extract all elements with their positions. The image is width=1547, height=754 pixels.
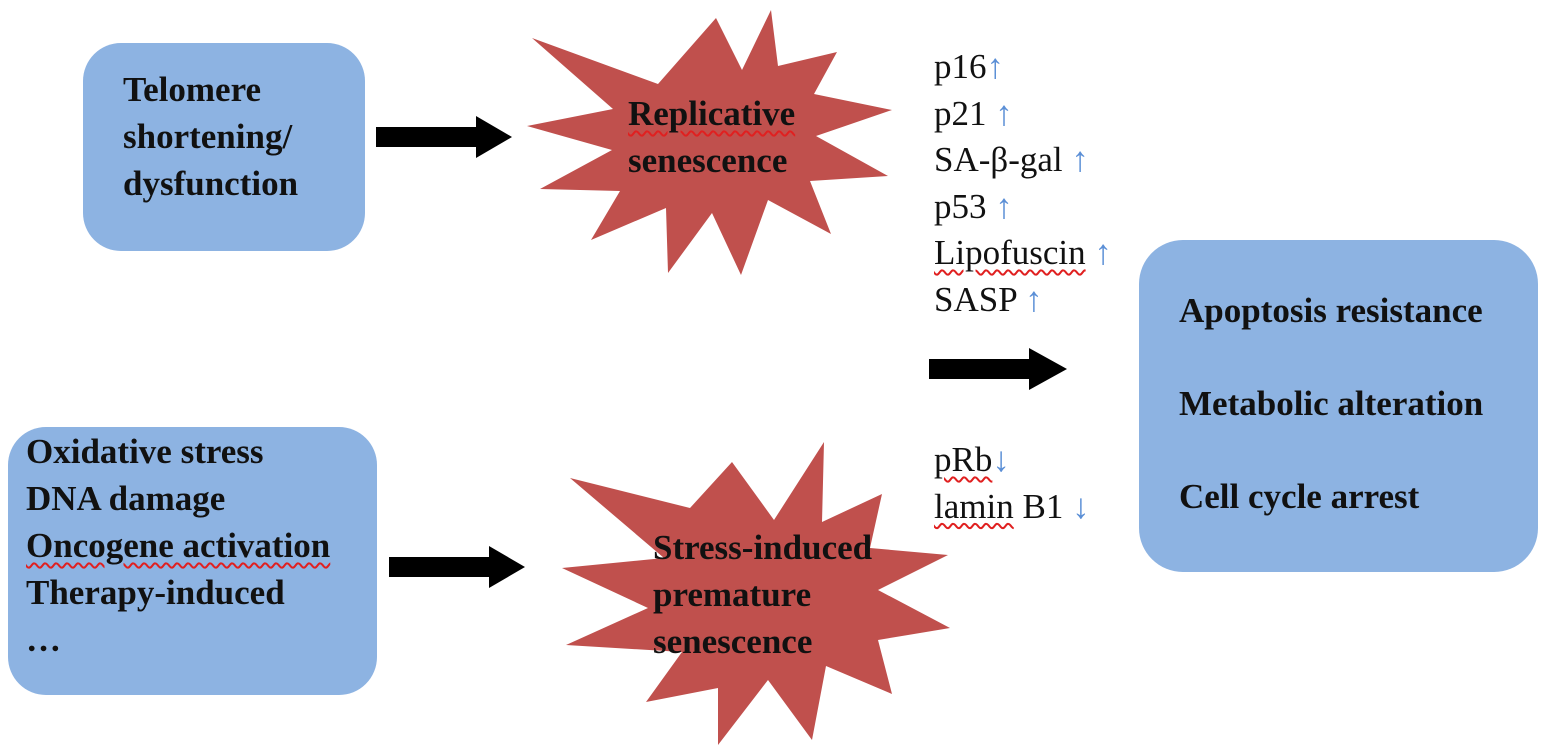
stress-cause-2: DNA damage xyxy=(26,479,226,518)
marker-lipofuscin-label: Lipofuscin xyxy=(934,233,1086,272)
marker-lamin-label: lamin xyxy=(934,486,1014,526)
marker-sasp-label: SASP xyxy=(934,279,1017,319)
replicative-line-1-text: Replicative xyxy=(628,94,796,133)
up-arrow-icon: ↑ xyxy=(1025,279,1043,319)
marker-b1-label: B1 xyxy=(1022,486,1064,526)
stress-cause-ellipsis: … xyxy=(26,620,61,659)
stress-induced-senescence-label: Stress-induced premature senescence xyxy=(653,524,872,665)
marker-p53-label: p53 xyxy=(934,186,987,226)
replicative-line-2: senescence xyxy=(628,141,788,180)
stress-cause-3-text: Oncogene activation xyxy=(26,526,331,565)
replicative-line-1: Replicative xyxy=(628,90,795,137)
marker-sa-beta-gal: SA-β-gal ↑ xyxy=(934,137,1112,184)
stress-cause-1: Oxidative stress xyxy=(26,432,264,471)
stress-star-line-1: Stress-induced xyxy=(653,528,873,567)
outcome-box xyxy=(1139,240,1538,572)
marker-prb-label: pRb xyxy=(934,440,993,479)
up-arrow-icon: ↑ xyxy=(995,93,1013,133)
telomere-box-text: Telomere shortening/ dysfunction xyxy=(123,66,298,207)
arrow-stress-to-premature xyxy=(389,546,525,588)
up-arrow-icon: ↑ xyxy=(995,186,1013,226)
telomere-line-2: shortening/ xyxy=(123,117,293,156)
outcome-apoptosis-resistance: Apoptosis resistance xyxy=(1179,291,1483,330)
arrow-telomere-to-replicative xyxy=(376,116,512,158)
stress-causes-box-text: Oxidative stress DNA damage Oncogene act… xyxy=(26,428,330,663)
marker-lamin-b1: lamin B1 ↓ xyxy=(934,484,1090,531)
stress-induced-senescence-star xyxy=(562,442,950,745)
marker-lipofuscin: Lipofuscin ↑ xyxy=(934,230,1112,277)
marker-sasp: SASP ↑ xyxy=(934,277,1112,324)
marker-p21: p21 ↑ xyxy=(934,91,1112,138)
marker-p16-label: p16 xyxy=(934,47,987,86)
outcome-metabolic-alteration: Metabolic alteration xyxy=(1179,384,1484,423)
telomere-line-3: dysfunction xyxy=(123,164,299,203)
marker-prb: pRb↓ xyxy=(934,437,1090,484)
arrow-markers-to-outcomes xyxy=(929,348,1067,390)
marker-p21-label: p21 xyxy=(934,93,987,133)
outcome-cell-cycle-arrest: Cell cycle arrest xyxy=(1179,477,1420,516)
up-arrow-icon: ↑ xyxy=(1071,140,1089,179)
marker-sa-beta-gal-label: SA-β-gal xyxy=(934,140,1063,179)
down-arrow-icon: ↓ xyxy=(992,440,1010,479)
upregulated-markers: p16↑ p21 ↑ SA-β-gal ↑ p53 ↑ Lipofuscin ↑… xyxy=(934,44,1112,323)
replicative-senescence-label: Replicative senescence xyxy=(628,90,795,184)
stress-cause-4: Therapy-induced xyxy=(26,573,285,612)
marker-p53: p53 ↑ xyxy=(934,184,1112,231)
stress-star-line-2: premature xyxy=(653,575,812,614)
up-arrow-icon: ↑ xyxy=(1094,233,1112,272)
telomere-line-1: Telomere xyxy=(123,70,262,109)
replicative-senescence-star xyxy=(527,10,892,275)
stress-cause-3: Oncogene activation xyxy=(26,522,330,569)
down-arrow-icon: ↓ xyxy=(1072,486,1090,526)
stress-star-line-3: senescence xyxy=(653,622,813,661)
downregulated-markers: pRb↓ lamin B1 ↓ xyxy=(934,437,1090,530)
marker-p16: p16↑ xyxy=(934,44,1112,91)
up-arrow-icon: ↑ xyxy=(986,47,1005,86)
stress-causes-box xyxy=(8,427,377,695)
telomere-box xyxy=(83,43,365,251)
